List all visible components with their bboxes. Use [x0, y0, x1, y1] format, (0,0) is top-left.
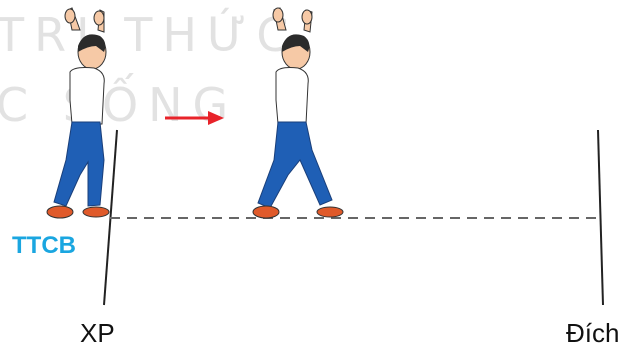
- finish-line: [598, 130, 603, 305]
- boy-figure-start: [47, 8, 109, 218]
- start-line-label: XP: [80, 318, 115, 349]
- start-position-label: TTCB: [12, 232, 76, 260]
- boy-figure-walking: [253, 8, 343, 218]
- right-arrow-icon: [165, 111, 224, 125]
- finish-line-label: Đích: [566, 318, 619, 349]
